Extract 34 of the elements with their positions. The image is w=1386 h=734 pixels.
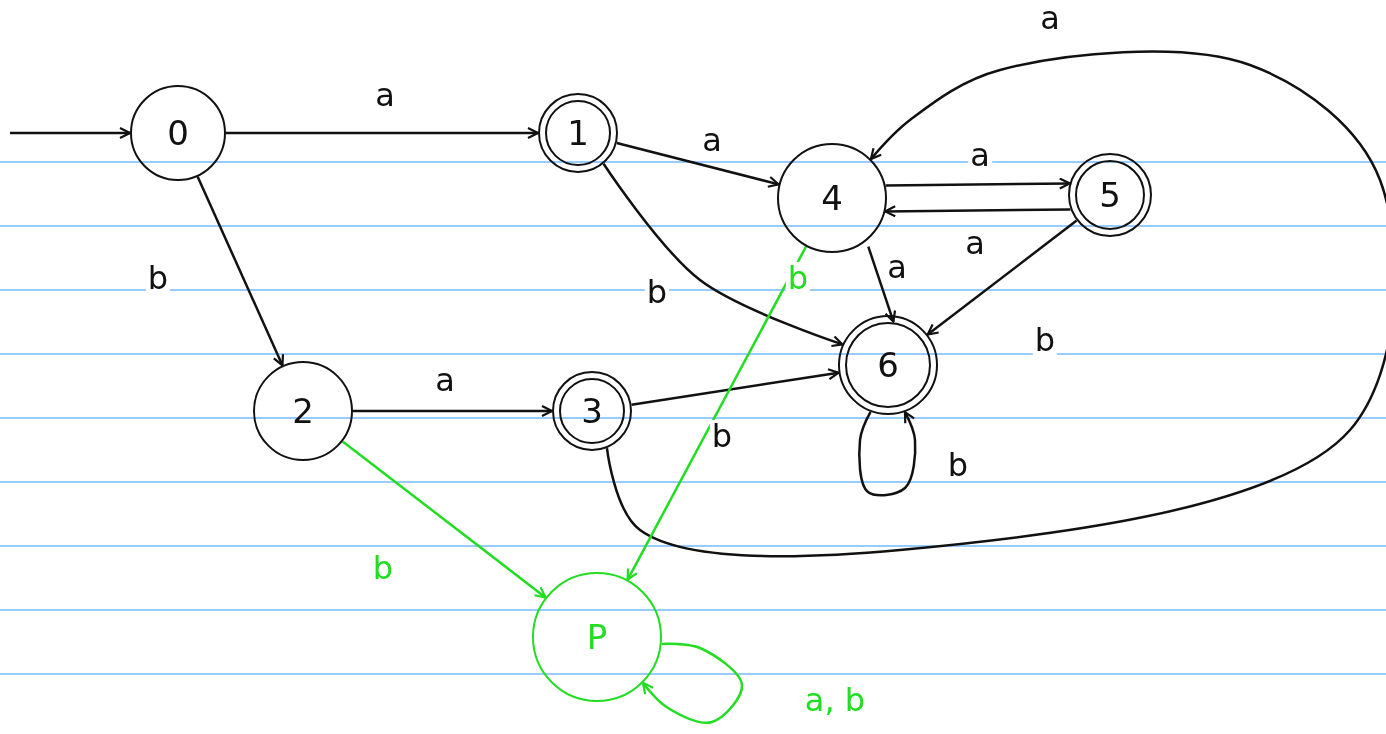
transition-arrow [867,246,897,323]
state-label: 1 [567,116,589,150]
state-label: 5 [1099,178,1121,212]
state-circle [130,85,226,181]
state-label: 6 [877,348,899,382]
transition-arrow [884,205,1071,218]
transition-arrow [885,177,1071,190]
accepting-state-circle [552,371,632,451]
state-circle [777,143,887,253]
self-loop-arrow [858,410,917,497]
edge-label: b [1032,324,1058,356]
state-label: 4 [821,181,843,215]
state-label: P [586,620,608,654]
transition-arrow [341,440,547,599]
accepting-state-circle [838,315,938,415]
transition-arrow [926,219,1078,336]
transition-arrow [602,163,844,348]
accepting-state-circle [1068,153,1152,237]
accepting-state-circle [538,93,618,173]
transition-arrow [616,141,780,188]
self-loop-arrow [641,642,744,724]
edge-label: b [145,262,171,294]
state-label: 2 [292,394,314,428]
transition-arrow [631,368,840,407]
transition-arrow [226,126,540,140]
transition-arrow [626,245,808,581]
transition-arrow [196,176,285,367]
state-label: 0 [167,116,189,150]
state-circle [532,572,662,702]
transition-arrow [605,50,1386,558]
state-label: 3 [581,394,603,428]
edge-label: b [785,262,811,294]
transition-arrow [10,126,132,140]
state-circle [253,361,353,461]
